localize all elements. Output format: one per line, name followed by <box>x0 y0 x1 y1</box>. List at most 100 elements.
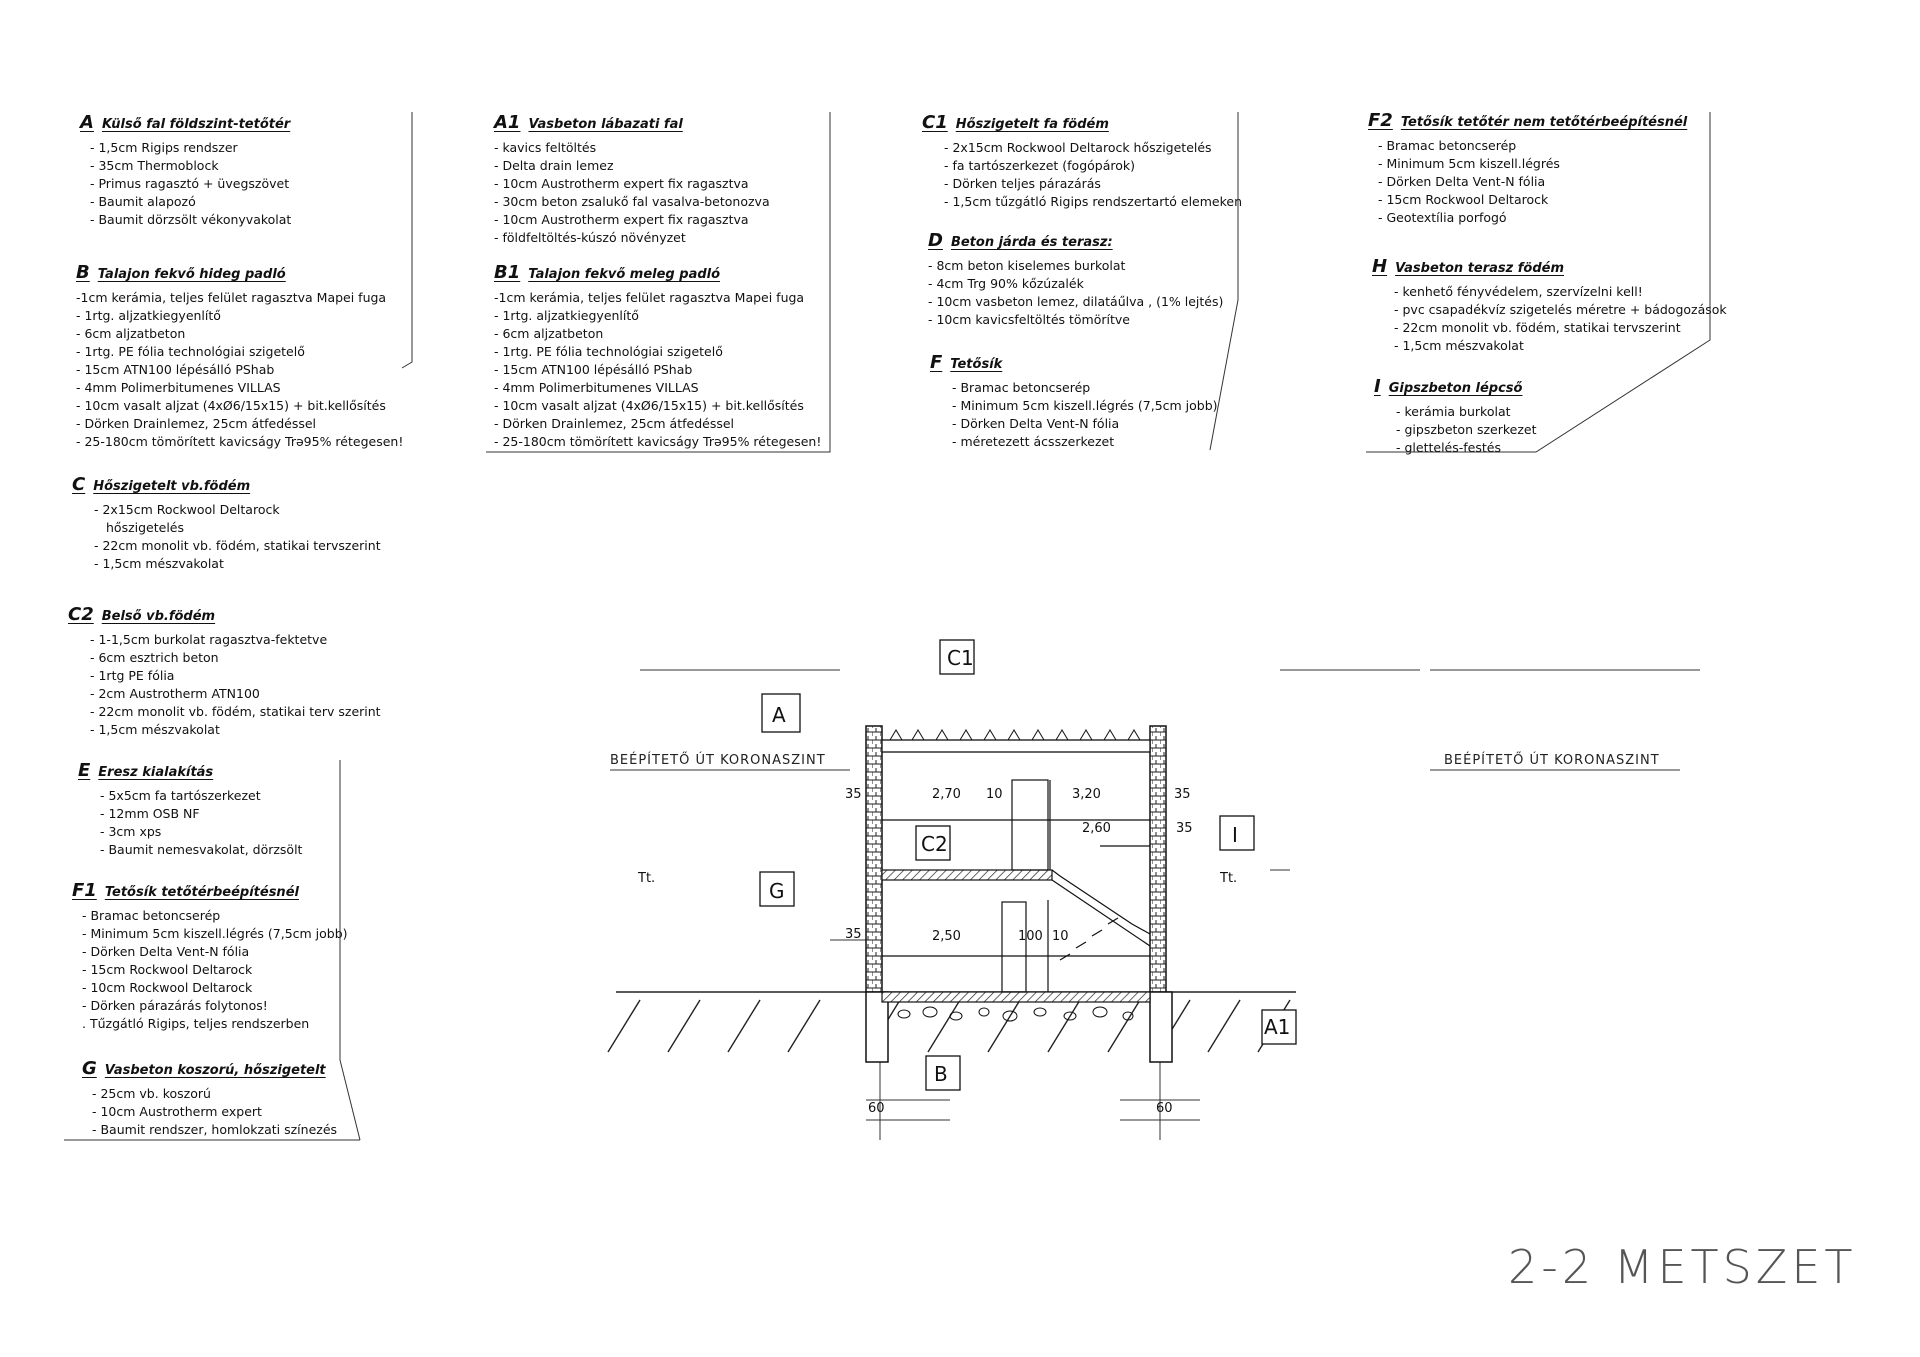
panel-brackets <box>64 112 1711 1141</box>
layer-item: - kavics feltöltés <box>494 140 597 155</box>
dim-label: 100 <box>1018 929 1043 944</box>
layer-item: - 22cm monolit vb. födém, statikai tervs… <box>94 538 381 553</box>
handwritten-level-note: BEÉPÍTETŐ ÚT KORONASZINT <box>1444 752 1660 768</box>
layer-item: - 30cm beton zsalukő fal vasalva-betonoz… <box>494 194 770 209</box>
layer-item: - Dörken Delta Vent-N fólia <box>82 944 250 959</box>
layer-item: - 3cm xps <box>100 824 162 839</box>
layer-item: - Minimum 5cm kiszell.légrés (7,5cm jobb… <box>952 398 1218 413</box>
layer-item: - 2x15cm Rockwool Deltarock hőszigetelés <box>944 140 1212 155</box>
layer-item: - 15cm ATN100 lépésálló PShab <box>76 362 275 377</box>
dim-label: 10 <box>1052 929 1069 944</box>
left-foundation <box>865 991 889 1063</box>
tag-box <box>915 825 951 861</box>
dim-label: 3,20 <box>1072 787 1101 802</box>
layer-item: - 1rtg. PE fólia technológiai szigetelő <box>494 344 723 359</box>
layer-item: - Primus ragasztó + üvegszövet <box>90 176 290 191</box>
layer-item: - 25-180cm tömörített kavicságy Trə95% r… <box>494 434 822 449</box>
tag-label: C1 <box>947 646 974 670</box>
layer-item: - 25-180cm tömörített kavicságy Trə95% r… <box>76 434 404 449</box>
dim-label: 60 <box>1156 1101 1173 1116</box>
layer-item: - 1,5cm tűzgátló Rigips rendszertartó el… <box>944 194 1243 209</box>
tag-box <box>759 871 795 907</box>
tag-box <box>1219 815 1255 851</box>
dim-label: 10 <box>986 787 1003 802</box>
gravel-bed <box>897 1006 1134 1022</box>
dim-label: 2,60 <box>1082 821 1111 836</box>
section-title: 2-2 METSZET <box>1508 1240 1857 1294</box>
layer-item: - 1-1,5cm burkolat ragasztva-fektetve <box>90 632 328 647</box>
layer-item: - fa tartószerkezet (fogópárok) <box>944 158 1136 173</box>
layer-item: - 10cm Austrotherm expert <box>92 1104 262 1119</box>
layer-item: - 6cm esztrich beton <box>90 650 219 665</box>
tag-box <box>939 639 975 675</box>
right-foundation <box>1149 991 1173 1063</box>
layer-item: - 2cm Austrotherm ATN100 <box>90 686 260 701</box>
layer-item: - 10cm vasbeton lemez, dilatáűlva , (1% … <box>928 294 1224 309</box>
layer-item: - 10cm vasalt aljzat (4xØ6/15x15) + bit.… <box>76 398 386 413</box>
layer-item: - 10cm Rockwool Deltarock <box>82 980 253 995</box>
layer-item: - Bramac betoncserép <box>1378 138 1517 153</box>
layer-item: - Bramac betoncserép <box>952 380 1091 395</box>
ground-slab <box>881 991 1151 1003</box>
dim-label: 60 <box>868 1101 885 1116</box>
layer-item: - 2x15cm Rockwool Deltarock <box>94 502 280 517</box>
layer-item: hőszigetelés <box>106 520 185 535</box>
layer-item: - 8cm beton kiselemes burkolat <box>928 258 1126 273</box>
layer-item: - kerámia burkolat <box>1396 404 1511 419</box>
layer-item: - Minimum 5cm kiszell.légrés (7,5cm jobb… <box>82 926 348 941</box>
dim-label: 35 <box>1174 787 1191 802</box>
layer-item: - 25cm vb. koszorú <box>92 1086 211 1101</box>
layer-item: - Bramac betoncserép <box>82 908 221 923</box>
layer-item: - 15cm Rockwool Deltarock <box>82 962 253 977</box>
layer-item: -1cm kerámia, teljes felület ragasztva M… <box>76 290 387 305</box>
layer-item: - 1,5cm mészvakolat <box>94 556 224 571</box>
layer-item: - Minimum 5cm kiszell.légrés <box>1378 156 1560 171</box>
layer-item: - 6cm aljzatbeton <box>494 326 604 341</box>
interior-lines <box>882 779 1151 993</box>
layer-item: - 15cm ATN100 lépésálló PShab <box>494 362 693 377</box>
roof-insulation <box>889 729 1141 741</box>
layer-item: - földfeltöltés-kúszó növényzet <box>494 230 686 245</box>
layer-item: - 1rtg PE fólia <box>90 668 175 683</box>
dim-label: 35 <box>845 927 862 942</box>
handwritten-level-note: BEÉPÍTETŐ ÚT KORONASZINT <box>610 752 826 768</box>
layer-item: - Dörken Drainlemez, 25cm átfedéssel <box>76 416 317 431</box>
layer-item: - Baumit dörzsölt vékonyvakolat <box>90 212 292 227</box>
floor-slab <box>881 869 1053 881</box>
layer-item: . Tűzgátló Rigips, teljes rendszerben <box>82 1016 310 1031</box>
layer-item: - 4cm Trg 90% kőzúzalék <box>928 276 1084 291</box>
tag-label: G <box>769 879 785 903</box>
layer-item: - 22cm monolit vb. födém, statikai tervs… <box>1394 320 1681 335</box>
layer-item: - 1,5cm mészvakolat <box>90 722 220 737</box>
layer-item: - glettelés-festés <box>1396 440 1501 455</box>
dim-label: 35 <box>1176 821 1193 836</box>
dim-label: Tt. <box>637 871 655 886</box>
layer-item: -1cm kerámia, teljes felület ragasztva M… <box>494 290 805 305</box>
layer-item: - Delta drain lemez <box>494 158 614 173</box>
layer-item: - 12mm OSB NF <box>100 806 200 821</box>
layer-item: - gipszbeton szerkezet <box>1396 422 1537 437</box>
